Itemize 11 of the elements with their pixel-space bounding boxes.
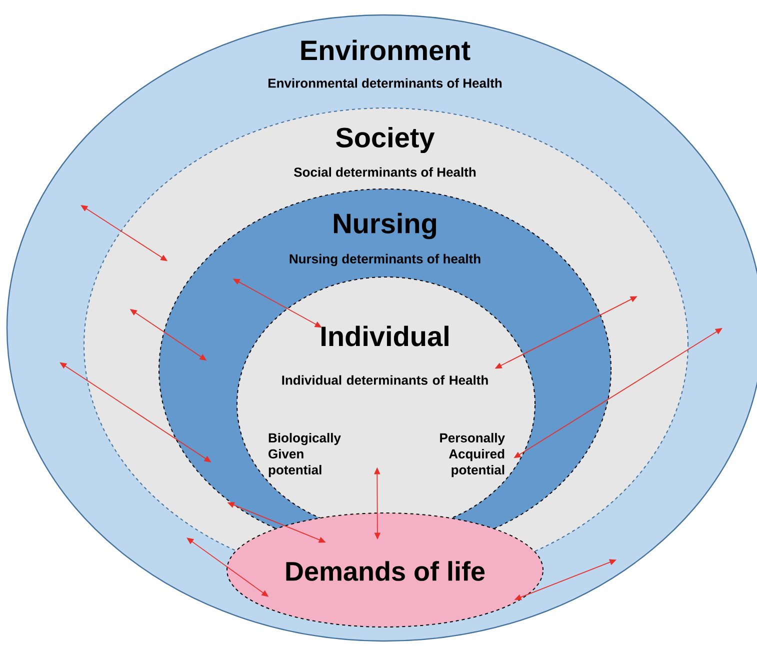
region-title: Individual (322, 326, 448, 346)
region-subtitle: Individual determinants of Health (282, 375, 488, 385)
region-title: Nursing (334, 212, 436, 240)
region-title: Society (336, 126, 435, 154)
region-title: Environment (301, 40, 470, 60)
region-subtitle: Environmental determinants of Health (268, 78, 502, 88)
region-subtitle: Nursing determinants of health (290, 254, 480, 266)
text-label: Biologically Given potential (268, 432, 341, 478)
region-subtitle: Social determinants of Health (294, 167, 476, 177)
region-title: Demands of life (286, 561, 485, 581)
text-label: Personally Acquired potential (440, 432, 505, 478)
